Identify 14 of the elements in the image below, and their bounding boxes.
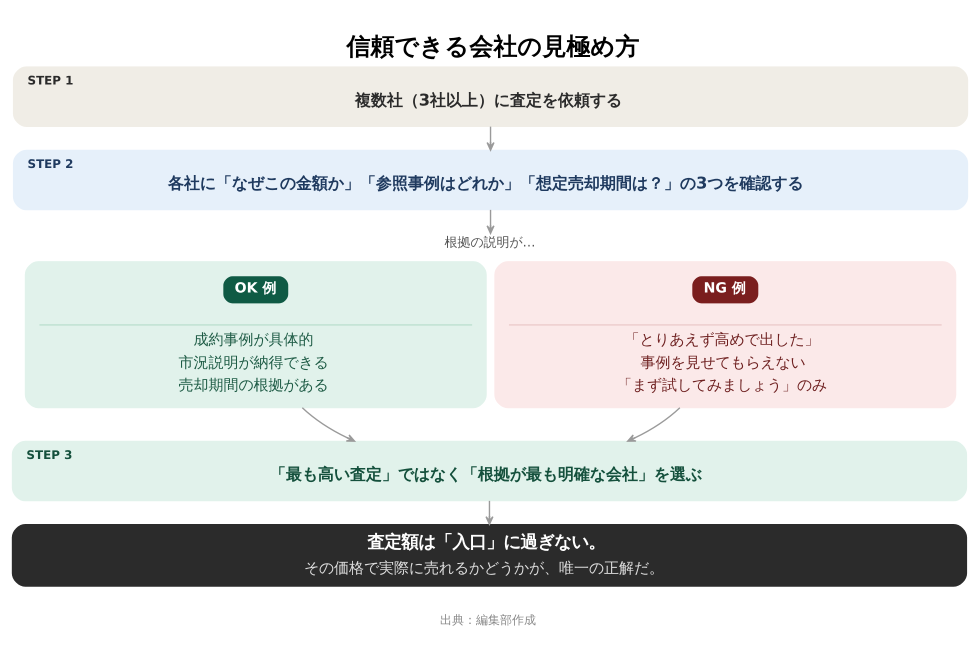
node-box: STEP 1 複数社（3社以上）に査定を依頼する bbox=[12, 66, 968, 127]
arrow bbox=[302, 407, 356, 442]
arrow bbox=[485, 500, 494, 526]
node-text: 根拠の説明が… bbox=[444, 236, 536, 251]
caption: 出典：編集部作成 bbox=[440, 612, 536, 627]
node-box: 査定額は「入口」に過ぎない。 その価格で実際に売れるかどうかが、唯一の正解だ。 bbox=[12, 524, 968, 587]
diagram-title: 信頼できる会社の見極め方 bbox=[346, 32, 640, 61]
node-box: STEP 2 各社に「なぜこの金額か」「参照事例はどれか」「想定売却期間は？」の3つを確認する bbox=[12, 150, 968, 210]
arrow bbox=[627, 407, 680, 442]
arrow bbox=[486, 126, 495, 151]
node-box: OK 例 bbox=[223, 276, 288, 304]
node-box: STEP 3 「最も高い査定」ではなく「根拠が最も明確な会社」を選ぶ bbox=[12, 440, 968, 502]
arrow bbox=[486, 210, 495, 234]
node-box: NG 例 bbox=[692, 276, 758, 304]
